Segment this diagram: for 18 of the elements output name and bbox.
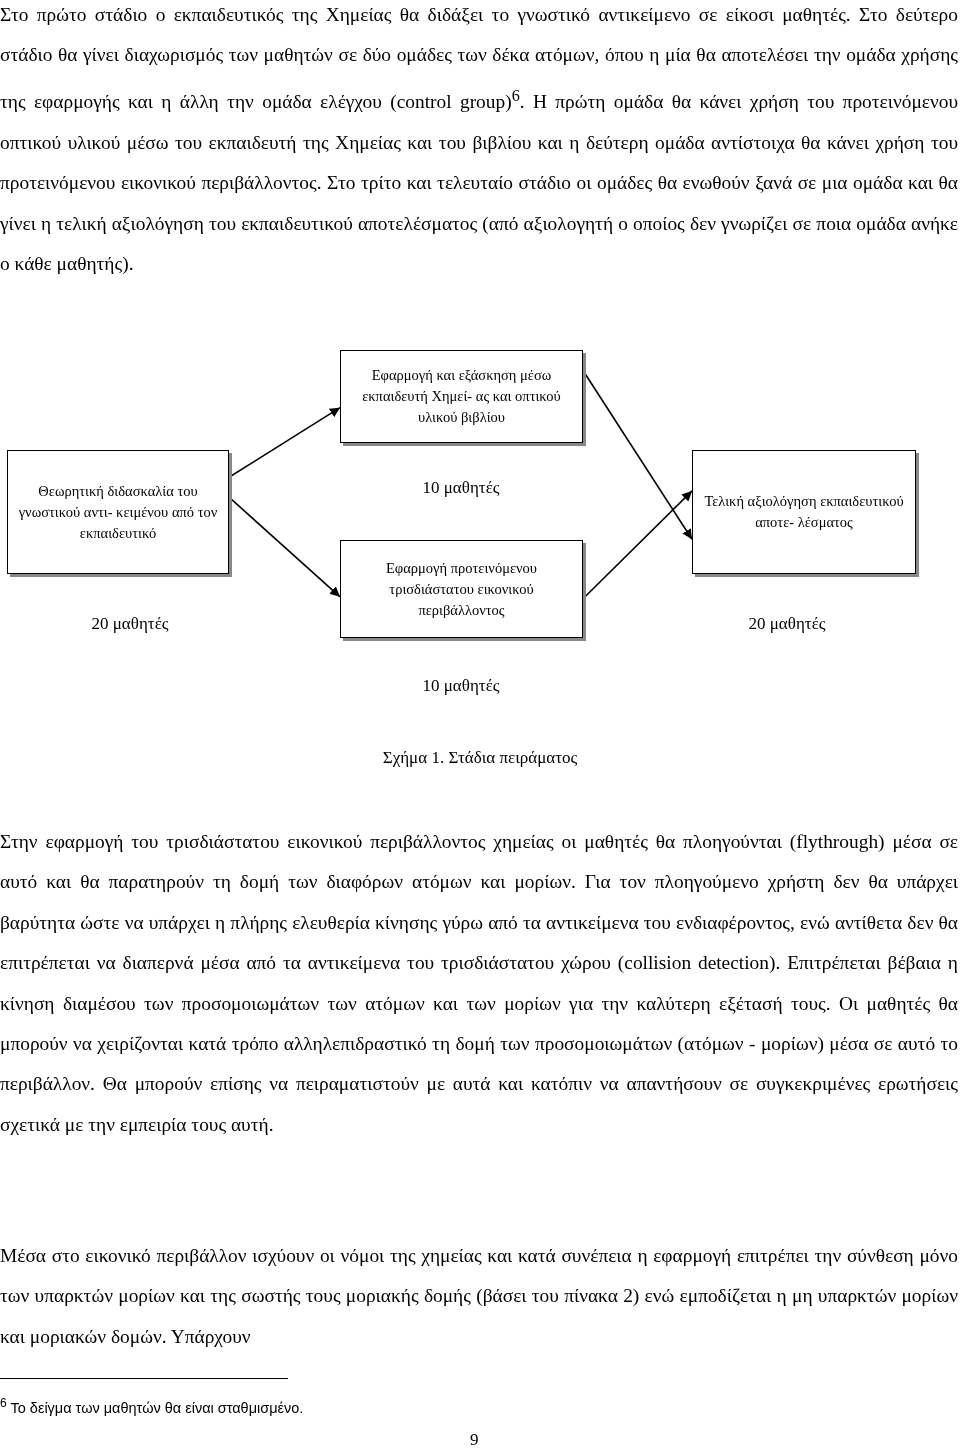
process-box <box>340 350 583 443</box>
paragraph: Στην εφαρμογή του τρισδιάστατου εικονικού περιβάλλοντος χημείας οι μαθητές θα πλοηγούνται (flythrough) μέσα σε αυτό και θα παρατηρούν τη δομή των διαφόρων ατόμων και μορίων. Για τον πλοηγούμενο χρήστη δεν θα υπάρχει βαρύτητα ώστε να υπάρχει η πλήρης ελευθερία κίνησης γύρω από τα αντικείμενα του ενδιαφέροντος, ενώ αντίθετα δεν θα επιτρέπεται να διαπερνά μέσα από τα αντικείμενα του τρισδιάστατου χώρου (collision detection). Επιτρέπεται βέβαια η κίνηση διαμέσου των προσομοιωμάτων των ατόμων και των μορίων για την καλύτερη εξέτασή τους. Οι μαθητές θα μπορούν να χειρίζονται κατά τρόπο αλληλεπιδραστικό τη δομή των προσομοιωμάτων (ατόμων - μορίων) μέσα σε αυτό το περιβάλλον. Θα μπορούν επίσης να πειραματιστούν με αυτά και κατόπιν να απαντήσουν σε συγκεκριμένες ερωτήσεις σχετικά με την εμπειρία τους αυτή. <box>0 830 958 1137</box>
process-box <box>7 450 229 574</box>
box-text: Εφαρμογή και εξάσκηση μέσω εκπαιδευτή Χημεί- ας και οπτικού υλικού βιβλίου <box>361 366 562 427</box>
box-text: Εφαρμογή προτεινόμενου τρισδιάστατου εικονικού περιβάλλοντος <box>385 558 538 620</box>
paragraph: Στο πρώτο στάδιο ο εκπαιδευτικός της Χημείας θα διδάξει το γνωστικό αντικείμενο σε είκοσι μαθητές. Στο δεύτερο στάδιο θα γίνει διαχωρισμός των μαθητών σε δύο ομάδες των δέκα ατόμων, όπου η μία θα αποτελέσει την ομάδα χρήσης της εφαρμογής και η άλλη την ομάδα ελέγχου (control group)$^{6}$. Η πρώτη ομάδα θα κάνει χρήση του προτεινόμενου οπτικού υλικού μέσω του εκπαιδευτή της Χημείας και του βιβλίου και η δεύτερη ομάδα αντίστοιχα θα κάνει χρήση του προτεινόμενου εικονικού περιβάλλοντος. Στο τρίτο και τελευταίο στάδιο οι ομάδες θα ενωθούν ξανά σε μια ομάδα και θα γίνει η τελική αξιολόγηση του εκπαιδευτικού αποτελέσματος (από αξιολογητή ο οποίος δεν γνωρίζει σε ποια ομάδα ανήκε ο κάθε μαθητής). <box>0 3 958 276</box>
student-count: 10 μαθητές <box>422 676 500 696</box>
student-count: 20 μαθητές <box>748 614 826 634</box>
box-text: Θεωρητική διδασκαλία του γνωστικού αντι- κειμένου από τον εκπαιδευτικό <box>17 481 219 543</box>
student-count: 10 μαθητές <box>422 478 500 498</box>
page-number: 9 <box>470 1430 479 1450</box>
footnote: $^{6}$ Το δείγμα των μαθητών θα είναι σταθμισμένο. <box>0 1396 304 1416</box>
box-text: Τελική αξιολόγηση εκπαιδευτικού αποτε- λέσματος <box>703 492 905 532</box>
process-box <box>692 450 916 574</box>
figure-caption: Σχήμα 1. Στάδια πειράματος <box>381 748 579 768</box>
process-box <box>340 540 583 638</box>
student-count: 20 μαθητές <box>91 614 169 634</box>
paragraph: Μέσα στο εικονικό περιβάλλον ισχύουν οι νόμοι της χημείας και κατά συνέπεια η εφαρμογή επιτρέπει την σύνθεση μόνο των υπαρκτών μορίων και της σωστής τους μοριακής δομής (βάσει του πίνακα 2) ενώ εμποδίζεται η μη υπαρκτών μορίων και μοριακών δομών. Υπάρχουν <box>0 1244 958 1349</box>
